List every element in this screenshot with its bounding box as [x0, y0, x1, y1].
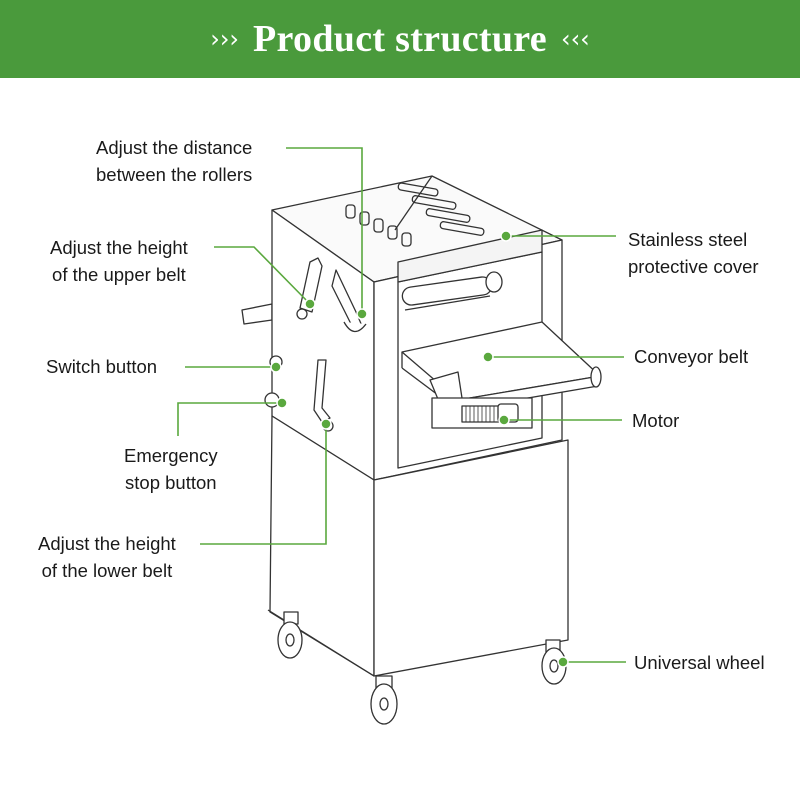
roller-distance-lever [331, 269, 367, 333]
top-slots [345, 182, 485, 247]
label-emergency-stop: Emergency stop button [124, 445, 218, 493]
left-chevrons-icon: ››› [210, 25, 240, 53]
leader-upper-belt [214, 246, 311, 305]
rollers [401, 271, 503, 311]
motor-assembly [431, 397, 533, 429]
label-roller-distance: Adjust the distance between the rollers [96, 137, 253, 185]
label-switch-button: Switch button [46, 356, 158, 377]
callout-dots [270, 230, 569, 668]
dot-emergency [276, 397, 288, 409]
machine-line-art [241, 175, 602, 725]
label-motor: Motor [632, 410, 680, 431]
dot-upper-belt [304, 298, 316, 310]
leader-emergency [177, 402, 282, 436]
protective-cover [397, 229, 543, 283]
dot-switch [270, 361, 282, 373]
label-conveyor-belt: Conveyor belt [634, 346, 749, 367]
dot-motor [498, 414, 510, 426]
left-shelf [241, 303, 273, 325]
wheels [277, 611, 567, 725]
leader-roller-distance [286, 147, 363, 314]
dot-cover [500, 230, 512, 242]
callout-lines [177, 147, 626, 663]
label-lower-belt: Adjust the height of the lower belt [38, 533, 176, 581]
page-title: Product structure [253, 18, 547, 60]
dot-lower-belt [320, 418, 332, 430]
label-universal-wheel: Universal wheel [634, 652, 765, 673]
dot-wheel [557, 656, 569, 668]
dot-roller-distance [356, 308, 368, 320]
right-chevrons-icon: ‹‹‹ [560, 25, 590, 53]
label-protective-cover: Stainless steel protective cover [628, 229, 759, 277]
leader-lower-belt [200, 424, 327, 545]
label-upper-belt: Adjust the height of the upper belt [50, 237, 188, 285]
header-banner: ››› Product structure ‹‹‹ [0, 0, 800, 78]
dot-conveyor [482, 351, 494, 363]
cabinet-front-face [373, 439, 569, 677]
